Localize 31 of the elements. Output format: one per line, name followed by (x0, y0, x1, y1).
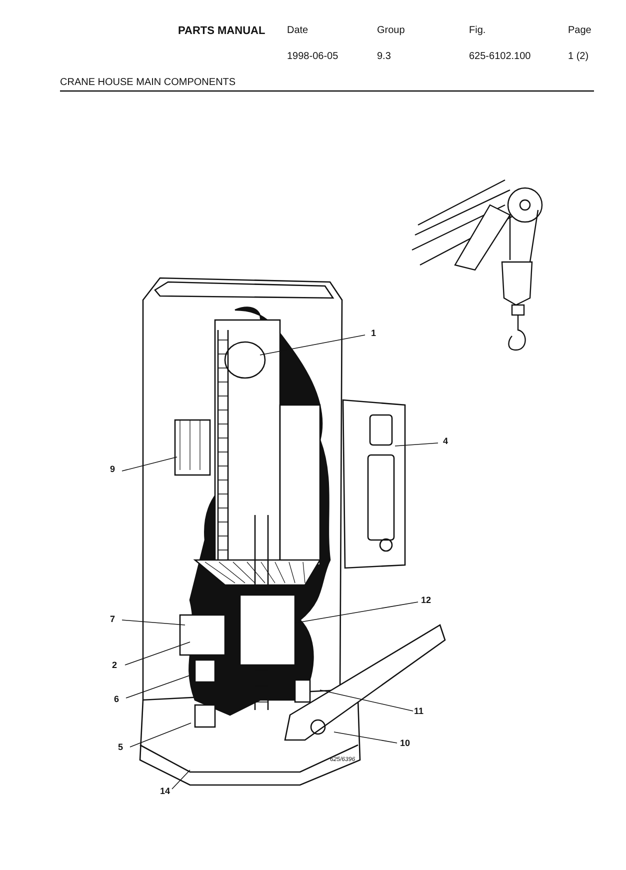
callout-number: 7 (110, 614, 116, 624)
callout-number: 9 (110, 464, 116, 474)
callout-number: 11 (414, 706, 424, 716)
callout-number: 5 (118, 742, 124, 752)
leader-line (260, 334, 366, 356)
callout-number: 4 (443, 436, 448, 446)
leader-line (124, 642, 190, 666)
leader-line (320, 690, 414, 712)
group-value: 9.3 (377, 51, 391, 62)
leader-line (334, 732, 398, 744)
callout-number: 1 (371, 328, 376, 338)
figure-number: 625-6102.100 (469, 51, 531, 62)
leader-line (394, 442, 438, 446)
page-title: CRANE HOUSE MAIN COMPONENTS (60, 77, 236, 88)
leader-line (130, 722, 192, 748)
callout-number: 2 (112, 660, 118, 670)
column-heading: Date (287, 25, 308, 36)
column-heading: Page (568, 25, 592, 36)
callout-number: 10 (400, 738, 410, 748)
callout-number: 12 (421, 595, 432, 605)
manual-heading: PARTS MANUAL (178, 25, 266, 37)
leader-line (172, 770, 190, 790)
callout-number: 6 (114, 694, 120, 704)
page-number: 1 (2) (568, 51, 589, 62)
column-heading: Group (377, 25, 405, 36)
leader-line (122, 620, 186, 626)
column-heading: Fig. (469, 25, 486, 36)
leader-line (122, 456, 178, 472)
callout-number: 14 (160, 786, 170, 796)
leader-line (126, 674, 192, 698)
date-value: 1998-06-05 (287, 51, 338, 62)
